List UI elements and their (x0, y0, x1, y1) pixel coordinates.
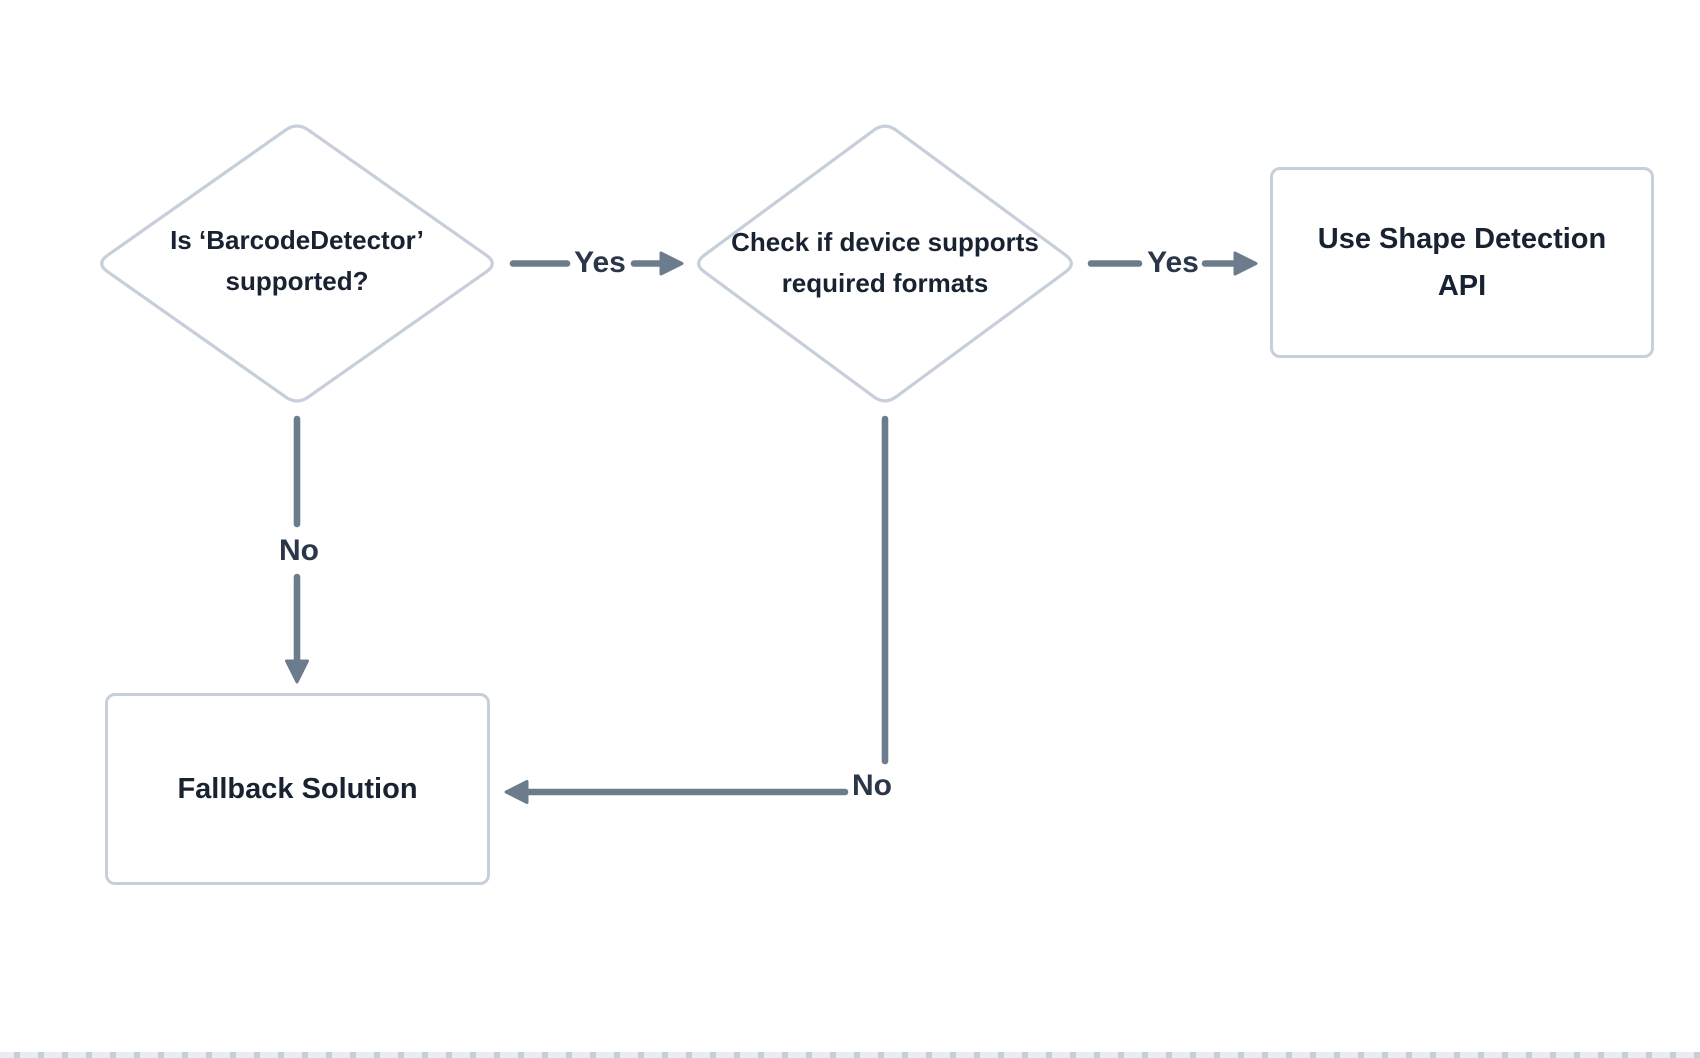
decision-supported-shape (100, 124, 494, 403)
edge-formats-no-arrowhead (504, 780, 529, 804)
edge-label-supported-no: No (279, 534, 319, 567)
edge-label-formats-yes: Yes (1147, 246, 1199, 279)
bottom-cutoff-strip (0, 1052, 1700, 1058)
process-use-shape-detection-api-label: Use Shape Detection API (1318, 216, 1606, 310)
process-fallback-solution: Fallback Solution (105, 693, 490, 885)
process-fallback-solution-label: Fallback Solution (177, 772, 418, 805)
edge-label-formats-no: No (852, 769, 892, 802)
process-use-shape-detection-api: Use Shape Detection API (1270, 167, 1654, 358)
process-use-api-label-line2: API (1437, 269, 1487, 302)
edge-supported-no-arrowhead (285, 659, 309, 684)
edge-supported-yes-arrowhead (659, 251, 684, 276)
edge-label-supported-yes: Yes (574, 246, 626, 279)
decision-supported-label-line1: Is ‘BarcodeDetector’ (170, 225, 424, 255)
decision-formats-label: Check if device supports required format… (695, 222, 1075, 304)
decision-formats-label-line2: required formats (781, 268, 989, 298)
decision-formats-label-line1: Check if device supports (731, 227, 1039, 257)
decision-supported-label: Is ‘BarcodeDetector’ supported? (107, 220, 487, 302)
process-use-api-label-line1: Use Shape Detection (1317, 222, 1607, 255)
decision-supported-label-line2: supported? (225, 266, 369, 296)
edge-formats-yes-arrowhead (1233, 251, 1258, 276)
decision-formats-shape (697, 124, 1073, 403)
